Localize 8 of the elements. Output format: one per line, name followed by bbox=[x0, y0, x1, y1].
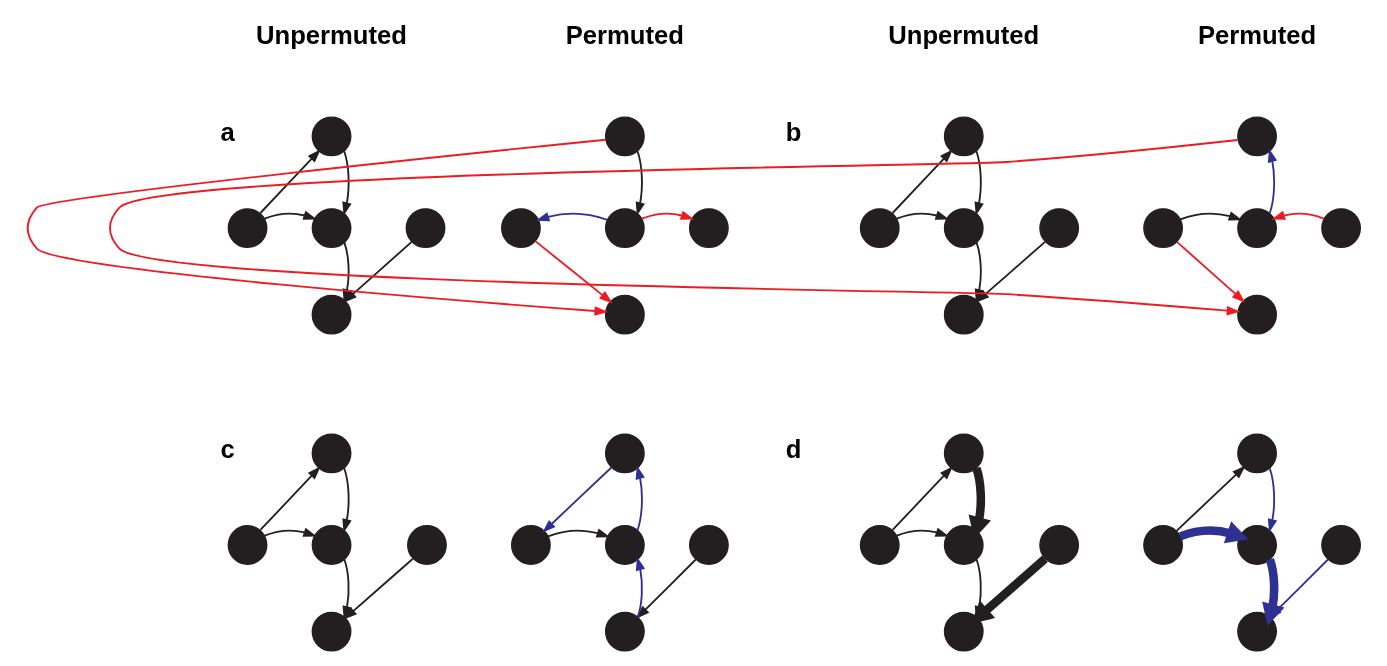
label: c bbox=[219, 435, 235, 464]
label: b bbox=[785, 118, 801, 147]
label: a bbox=[219, 118, 235, 147]
label: Permuted bbox=[1197, 21, 1316, 50]
label: Unpermuted bbox=[887, 21, 1039, 50]
label: Permuted bbox=[565, 21, 684, 50]
label: Unpermuted bbox=[255, 21, 407, 50]
label: d bbox=[785, 435, 801, 464]
